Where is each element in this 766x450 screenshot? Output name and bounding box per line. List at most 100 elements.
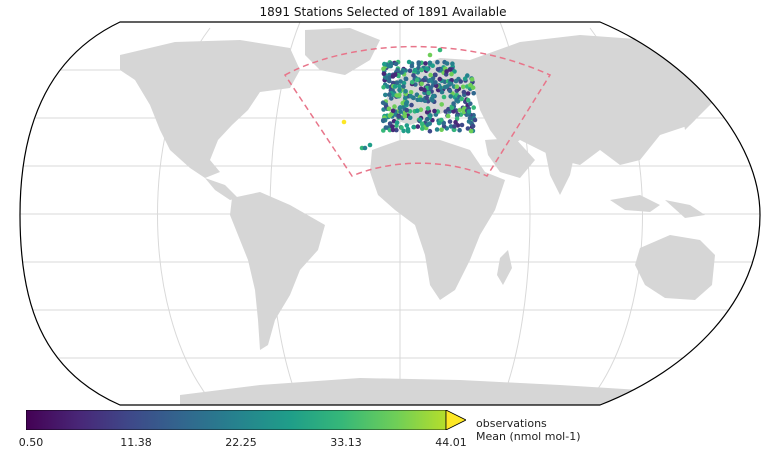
station-point[interactable] [416,60,422,65]
station-point[interactable] [427,121,433,126]
station-point[interactable] [417,97,423,102]
station-point[interactable] [381,71,387,77]
station-point[interactable] [471,105,477,110]
station-point[interactable] [401,84,406,89]
station-point[interactable] [409,102,414,108]
station-point[interactable] [389,96,394,101]
station-point[interactable] [404,100,410,105]
station-point[interactable] [407,68,413,73]
station-point[interactable] [448,124,454,129]
station-point[interactable] [383,75,389,80]
station-point[interactable] [387,78,392,84]
station-point[interactable] [409,80,415,85]
station-point[interactable] [420,126,425,131]
station-point[interactable] [442,84,448,90]
station-point[interactable] [386,106,392,112]
station-point[interactable] [399,125,404,130]
station-point[interactable] [387,75,392,80]
station-point[interactable] [457,127,462,133]
station-point[interactable] [392,72,398,77]
station-point[interactable] [414,77,420,83]
station-point[interactable] [439,102,445,107]
station-point[interactable] [454,84,460,89]
station-point[interactable] [457,107,463,113]
station-point[interactable] [448,94,454,99]
station-point[interactable] [401,128,406,134]
station-point[interactable] [452,127,457,133]
station-point[interactable] [426,90,432,96]
station-point[interactable] [451,109,456,114]
station-point[interactable] [430,63,436,68]
selection-region[interactable] [283,45,552,177]
station-point[interactable] [469,77,475,82]
station-point[interactable] [427,78,433,83]
station-point[interactable] [458,79,464,84]
station-point[interactable] [427,60,433,66]
station-point[interactable] [387,92,392,97]
station-point[interactable] [393,61,399,67]
station-point[interactable] [427,128,433,134]
station-point[interactable] [441,94,447,100]
station-point[interactable] [465,126,471,131]
station-point[interactable] [398,79,403,84]
station-point[interactable] [452,124,457,129]
station-point[interactable] [412,67,418,73]
station-point[interactable] [390,108,396,114]
station-point[interactable] [435,67,441,72]
station-point[interactable] [427,52,433,58]
station-point[interactable] [424,110,430,115]
station-point[interactable] [411,73,416,78]
stations-layer[interactable] [341,47,478,151]
station-point[interactable] [420,78,426,83]
station-point[interactable] [459,122,465,128]
station-point[interactable] [435,59,440,65]
station-point[interactable] [403,95,408,101]
station-point[interactable] [392,84,398,89]
station-point[interactable] [468,82,473,88]
station-point[interactable] [381,66,386,71]
station-point[interactable] [447,119,453,124]
station-point[interactable] [433,72,438,78]
station-point[interactable] [385,84,391,89]
station-point[interactable] [454,97,459,103]
station-point[interactable] [383,92,388,98]
station-point[interactable] [453,119,458,125]
station-point[interactable] [433,80,438,85]
station-point[interactable] [383,125,389,130]
station-point[interactable] [471,90,477,96]
station-point[interactable] [465,91,471,96]
station-point[interactable] [465,73,470,78]
station-point[interactable] [425,67,430,72]
station-point[interactable] [403,89,408,94]
station-point[interactable] [394,127,399,133]
station-point[interactable] [450,61,455,66]
station-point[interactable] [382,61,387,67]
station-point[interactable] [461,89,467,95]
station-point[interactable] [402,113,408,119]
station-point[interactable] [438,85,444,91]
station-point[interactable] [458,112,464,117]
station-point[interactable] [418,107,424,112]
station-point[interactable] [465,97,471,103]
station-point[interactable] [362,145,368,151]
station-point[interactable] [419,67,424,73]
station-point[interactable] [436,120,442,126]
station-point[interactable] [405,128,411,134]
station-point[interactable] [409,63,415,69]
station-point[interactable] [441,120,446,126]
station-point[interactable] [439,127,444,132]
station-point[interactable] [419,121,425,126]
station-point[interactable] [425,116,430,122]
station-point[interactable] [406,59,412,65]
station-point[interactable] [451,101,456,106]
station-point[interactable] [397,87,402,93]
station-point[interactable] [466,109,472,114]
station-point[interactable] [387,113,393,119]
station-point[interactable] [434,127,440,132]
station-point[interactable] [407,115,413,121]
station-point[interactable] [419,81,424,87]
station-point[interactable] [404,123,410,128]
station-point[interactable] [447,81,453,86]
station-point[interactable] [472,117,478,123]
station-point[interactable] [396,114,402,119]
